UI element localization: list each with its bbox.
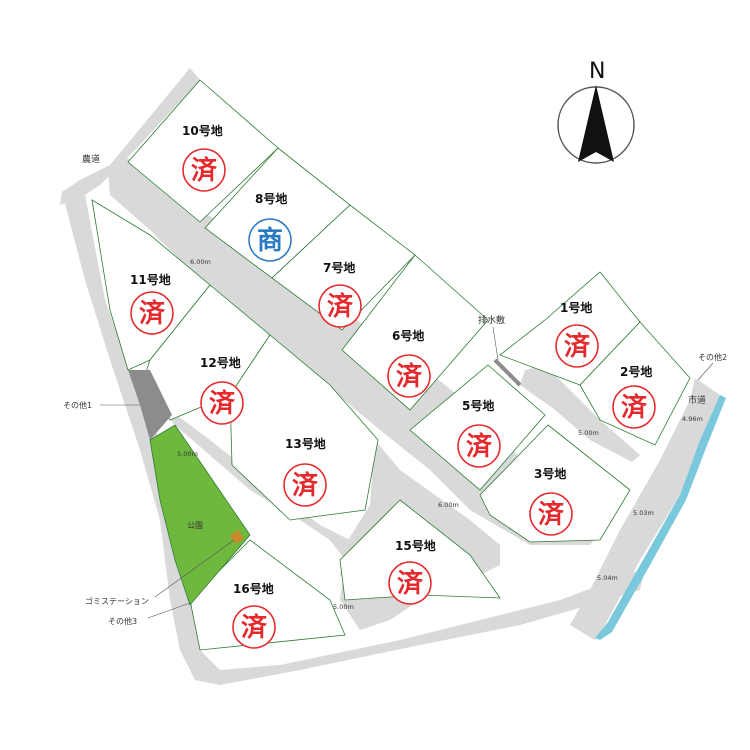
lot-15-stamp: 済	[388, 561, 432, 605]
lot-2-parcel[interactable]	[579, 321, 691, 446]
park-label: 公園	[187, 521, 203, 530]
lot-7-parcel[interactable]	[271, 204, 416, 331]
other-1-label: その他1	[63, 400, 92, 410]
lot-10-stamp: 済	[182, 148, 226, 192]
dim-city-road-top: 4.96m	[682, 415, 703, 423]
garbage-leader	[154, 539, 235, 598]
svg-text:済: 済	[139, 298, 166, 329]
north-arrow: N	[557, 59, 635, 164]
garbage-label: ゴミステーション	[85, 596, 149, 606]
svg-text:済: 済	[621, 392, 648, 423]
drainage-label: 排水敷	[478, 314, 505, 326]
city-road-label: 市道	[688, 394, 706, 406]
lot-7-label: 7号地	[323, 260, 355, 275]
lot-1-stamp: 済	[555, 324, 599, 368]
svg-text:済: 済	[327, 291, 354, 322]
other-3-leader	[147, 602, 191, 619]
svg-text:済: 済	[241, 612, 268, 643]
lot-13-label: 13号地	[285, 436, 326, 451]
lot-3-parcel[interactable]	[479, 424, 631, 543]
lot-11-stamp: 済	[130, 291, 174, 335]
other-2-label: その他2	[698, 352, 727, 362]
lot-16-label: 16号地	[233, 581, 274, 596]
lot-8-stamp: 商	[248, 218, 292, 262]
dim-side-road-right: 5.00m	[578, 429, 599, 437]
lot-15-label: 15号地	[395, 538, 436, 553]
lot-12-label: 12号地	[200, 355, 241, 370]
farm-road	[60, 68, 200, 205]
lot-5-label: 5号地	[462, 398, 494, 413]
lot-2-stamp: 済	[612, 385, 656, 429]
lot-13-stamp: 済	[283, 463, 327, 507]
lot-1-label: 1号地	[560, 300, 592, 315]
area-labels: 農道 排水敷 その他1 その他2 公園 ゴミステーション その他3 市道	[63, 153, 727, 626]
lot-3-stamp: 済	[529, 492, 573, 536]
lot-6-stamp: 済	[387, 354, 431, 398]
svg-text:済: 済	[191, 155, 218, 186]
lot-16-stamp: 済	[232, 605, 276, 649]
dim-main-road-lower: 6.00m	[438, 501, 459, 509]
lot-5-stamp: 済	[457, 424, 501, 468]
dim-bottom-road: 5.00m	[333, 603, 354, 611]
svg-text:済: 済	[292, 470, 319, 501]
svg-text:商: 商	[257, 225, 283, 256]
lot-11-label: 11号地	[130, 272, 171, 287]
dim-city-road-mid: 5.03m	[633, 509, 654, 517]
lot-12-stamp: 済	[200, 381, 244, 425]
park-area[interactable]	[149, 424, 251, 606]
lot-6-parcel[interactable]	[341, 254, 489, 411]
dim-city-road-low: 5.04m	[597, 574, 618, 582]
other-3-label: その他3	[108, 616, 137, 626]
lot-3-label: 3号地	[534, 466, 566, 481]
svg-text:済: 済	[564, 331, 591, 362]
lot-annotations: 10号地 済 8号地 商 7号地 済 6号地 済 5号地 済 1号地 済 2号地…	[130, 123, 656, 649]
city-road	[570, 378, 720, 640]
lot-6-label: 6号地	[392, 328, 424, 343]
dimension-labels: 6.00m 6.00m 5.00m 5.00m 5.00m 4.96m 5.03…	[177, 258, 703, 611]
svg-text:済: 済	[538, 499, 565, 530]
dim-main-road: 6.00m	[190, 258, 211, 266]
other-1-area	[128, 370, 172, 440]
svg-text:済: 済	[396, 361, 423, 392]
svg-text:済: 済	[466, 431, 493, 462]
north-label: N	[589, 59, 605, 84]
right-side-road	[520, 365, 640, 462]
waterway	[595, 395, 726, 640]
dim-side-road-left: 5.00m	[177, 450, 198, 458]
other-2-leader	[697, 362, 714, 381]
svg-text:済: 済	[209, 388, 236, 419]
lot-2-label: 2号地	[620, 364, 652, 379]
lot-7-stamp: 済	[318, 284, 362, 328]
svg-text:済: 済	[397, 568, 424, 599]
north-arrow-icon	[578, 85, 614, 162]
lot-10-label: 10号地	[182, 123, 223, 138]
drainage-strip	[493, 358, 522, 387]
lot-8-label: 8号地	[255, 191, 287, 206]
farm-road-label: 農道	[82, 153, 100, 165]
drainage-leader	[492, 326, 499, 361]
